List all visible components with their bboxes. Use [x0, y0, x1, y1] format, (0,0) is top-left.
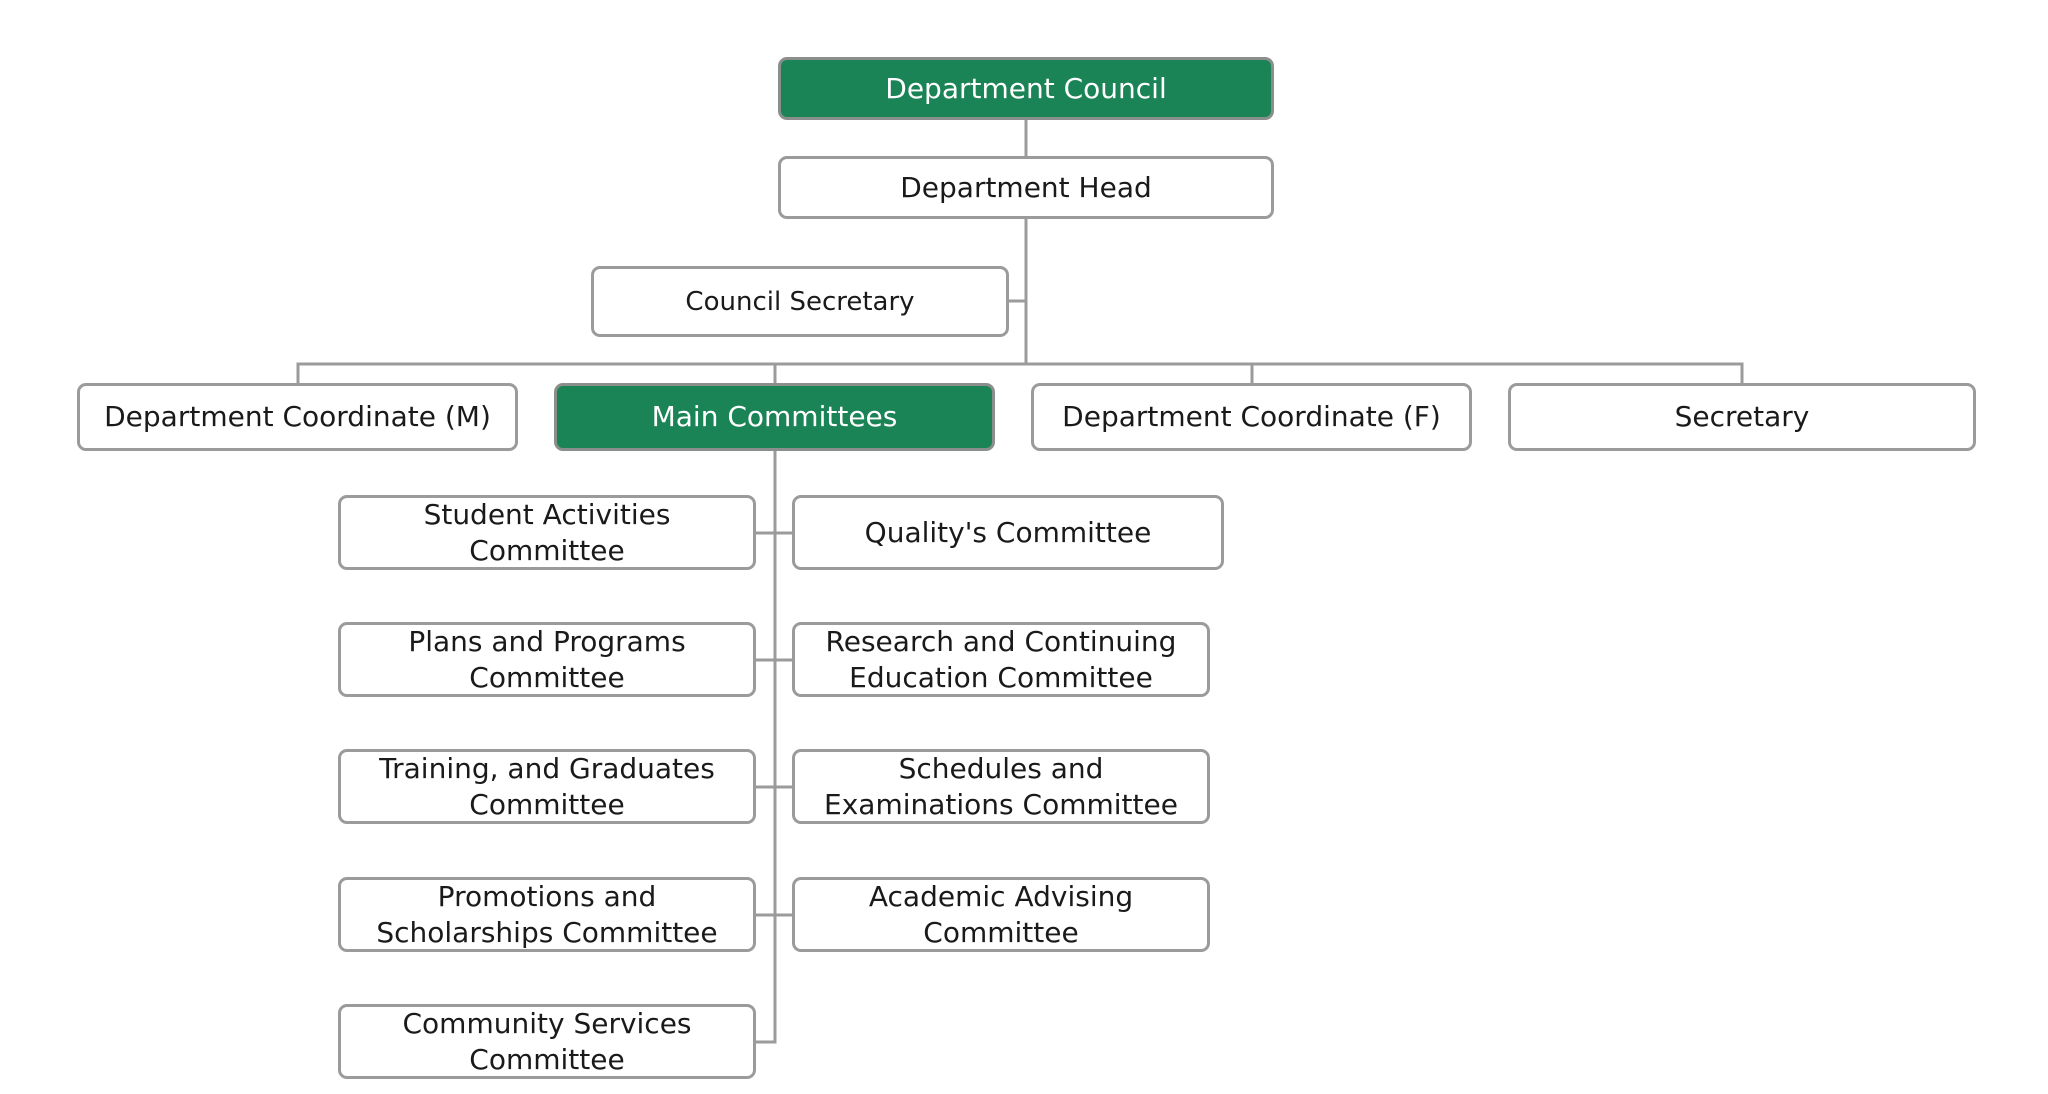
node-secretary: Secretary: [1508, 383, 1976, 451]
node-committee-right: Quality's Committee: [792, 495, 1224, 570]
node-committee-left: Community Services Committee: [338, 1004, 756, 1079]
node-committee-left: Plans and Programs Committee: [338, 622, 756, 697]
node-main-committees: Main Committees: [554, 383, 995, 451]
node-committee-right: Schedules and Examinations Committee: [792, 749, 1210, 824]
node-committee-right: Research and Continuing Education Commit…: [792, 622, 1210, 697]
node-department-head: Department Head: [778, 156, 1274, 219]
node-committee-right: Academic Advising Committee: [792, 877, 1210, 952]
node-committee-left: Promotions and Scholarships Committee: [338, 877, 756, 952]
node-department-coordinate-m: Department Coordinate (M): [77, 383, 518, 451]
node-committee-left: Training, and Graduates Committee: [338, 749, 756, 824]
node-department-coordinate-f: Department Coordinate (F): [1031, 383, 1472, 451]
node-committee-left: Student Activities Committee: [338, 495, 756, 570]
node-council-secretary: Council Secretary: [591, 266, 1009, 337]
node-department-council: Department Council: [778, 57, 1274, 120]
